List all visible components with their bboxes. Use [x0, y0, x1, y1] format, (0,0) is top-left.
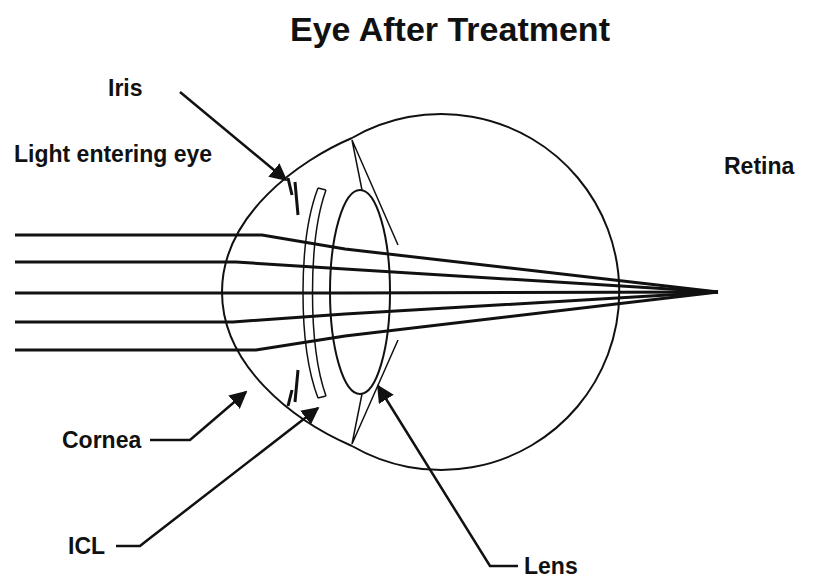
part-label: ICL: [68, 532, 105, 561]
iris-top: [288, 178, 298, 215]
caption-label: Light entering eye: [14, 140, 212, 169]
iris-bottom: [288, 370, 298, 406]
figure-title: Eye After Treatment: [290, 8, 610, 51]
part-label: Retina: [724, 152, 794, 181]
part-label: Cornea: [62, 426, 141, 455]
light-rays: [15, 235, 718, 350]
part-label: Lens: [524, 552, 578, 581]
part-label: Iris: [108, 74, 143, 103]
